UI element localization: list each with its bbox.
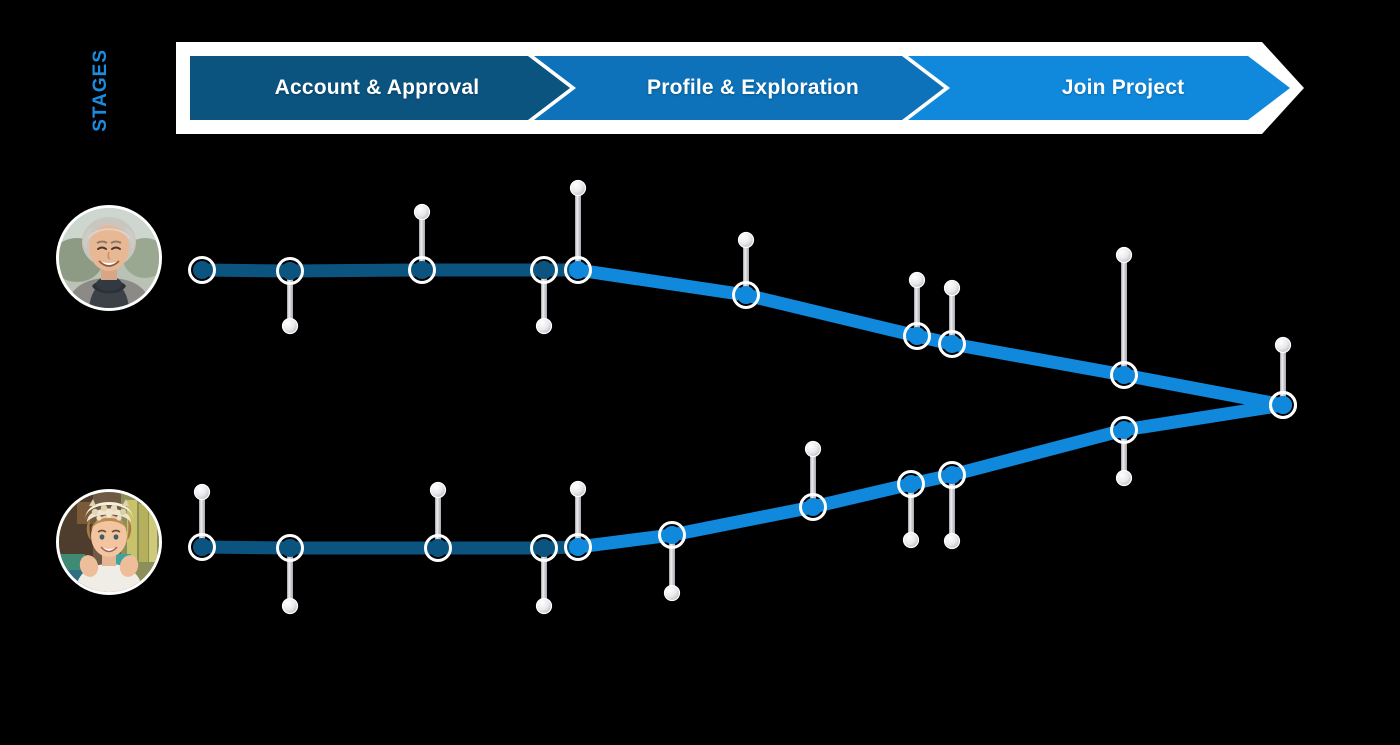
touchpoint-node[interactable] <box>569 261 587 279</box>
touchpoint-node[interactable] <box>429 539 447 557</box>
touchpoint-node-ring <box>188 533 216 561</box>
pin-stem <box>575 489 581 547</box>
pin-stem <box>541 548 547 606</box>
touchpoint-node[interactable] <box>902 475 920 493</box>
touchpoint-node[interactable] <box>193 538 211 556</box>
pin-head-icon[interactable] <box>1115 469 1133 487</box>
touchpoint-node-ring <box>530 256 558 284</box>
touchpoint-node-ring <box>276 257 304 285</box>
pin-stem <box>1280 345 1286 405</box>
touchpoint-node-ring <box>897 470 925 498</box>
pin-head-icon[interactable] <box>943 532 961 550</box>
journey-segment <box>1122 368 1285 412</box>
journey-segment <box>201 263 291 278</box>
touchpoint-node[interactable] <box>737 286 755 304</box>
avatar-image-persona-top <box>59 208 159 308</box>
pin-stem <box>541 270 547 326</box>
stage-chevron-join-project[interactable] <box>908 56 1290 120</box>
journey-lines <box>201 263 1285 555</box>
touchpoint-node[interactable] <box>281 539 299 557</box>
pin-stem <box>435 490 441 548</box>
journey-segment <box>811 477 913 514</box>
touchpoint-node-ring <box>903 322 931 350</box>
journey-pins <box>193 179 1292 615</box>
touchpoint-node-ring <box>276 534 304 562</box>
pin-stem <box>810 449 816 507</box>
pin-head-icon[interactable] <box>535 597 553 615</box>
pin-stem <box>287 548 293 606</box>
pin-stem <box>949 475 955 541</box>
touchpoint-node[interactable] <box>569 538 587 556</box>
touchpoint-node-ring <box>938 330 966 358</box>
pin-stem <box>575 188 581 270</box>
pin-head-icon[interactable] <box>943 279 961 297</box>
pin-head-icon[interactable] <box>193 483 211 501</box>
pin-head-icon[interactable] <box>281 597 299 615</box>
touchpoint-node-ring <box>1269 391 1297 419</box>
pin-head-icon[interactable] <box>569 179 587 197</box>
journey-segment <box>289 263 423 278</box>
pin-head-icon[interactable] <box>663 584 681 602</box>
pin-head-icon[interactable] <box>429 481 447 499</box>
touchpoint-node[interactable] <box>943 466 961 484</box>
journey-segment <box>950 423 1126 482</box>
touchpoint-node[interactable] <box>193 261 211 279</box>
pin-head-icon[interactable] <box>902 531 920 549</box>
pin-head-icon[interactable] <box>569 480 587 498</box>
touchpoint-node-ring <box>424 534 452 562</box>
touchpoint-node[interactable] <box>943 335 961 353</box>
stage-chevron-profile-exploration[interactable] <box>534 56 944 120</box>
touchpoint-node[interactable] <box>1115 421 1133 439</box>
touchpoint-node-ring <box>564 533 592 561</box>
touchpoint-node[interactable] <box>1115 366 1133 384</box>
touchpoint-node[interactable] <box>535 539 553 557</box>
pin-head-icon[interactable] <box>413 203 431 221</box>
journey-segment <box>744 288 919 343</box>
touchpoint-node[interactable] <box>663 526 681 544</box>
touchpoint-node[interactable] <box>908 327 926 345</box>
pin-head-icon[interactable] <box>737 231 755 249</box>
journey-segment <box>1122 398 1285 437</box>
touchpoint-node-ring <box>564 256 592 284</box>
touchpoint-node[interactable] <box>804 498 822 516</box>
touchpoint-node-ring <box>938 461 966 489</box>
touchpoint-node-ring <box>732 281 760 309</box>
pin-stem <box>419 212 425 270</box>
journey-nodes <box>188 256 1297 562</box>
avatar-image-persona-bottom <box>59 492 159 592</box>
pin-stem <box>914 280 920 336</box>
touchpoint-node-ring <box>408 256 436 284</box>
journey-segment <box>577 528 673 554</box>
pin-stem <box>949 288 955 344</box>
touchpoint-node[interactable] <box>535 261 553 279</box>
journey-segment <box>577 263 747 302</box>
touchpoint-node-ring <box>658 521 686 549</box>
touchpoint-node[interactable] <box>413 261 431 279</box>
pin-stem <box>669 535 675 593</box>
avatar-older-man-smiling-scarf[interactable] <box>56 205 162 311</box>
pin-head-icon[interactable] <box>1274 336 1292 354</box>
touchpoint-node-ring <box>530 534 558 562</box>
pin-stem <box>1121 255 1127 375</box>
pin-head-icon[interactable] <box>1115 246 1133 264</box>
touchpoint-node-ring <box>188 256 216 284</box>
pin-head-icon[interactable] <box>908 271 926 289</box>
pin-head-icon[interactable] <box>535 317 553 335</box>
touchpoint-node-ring <box>799 493 827 521</box>
touchpoint-node[interactable] <box>1274 396 1292 414</box>
journey-segment <box>670 500 815 542</box>
pin-stem <box>908 484 914 540</box>
journey-segment <box>950 337 1126 382</box>
avatar-young-woman-headdress[interactable] <box>56 489 162 595</box>
touchpoint-node-ring <box>1110 416 1138 444</box>
touchpoint-node[interactable] <box>281 262 299 280</box>
touchpoint-node-ring <box>1110 361 1138 389</box>
pin-head-icon[interactable] <box>804 440 822 458</box>
stage-chevron-account-approval[interactable] <box>190 56 570 120</box>
journey-segment <box>201 540 291 555</box>
stage-band-shapes <box>176 42 1304 134</box>
pin-head-icon[interactable] <box>281 317 299 335</box>
